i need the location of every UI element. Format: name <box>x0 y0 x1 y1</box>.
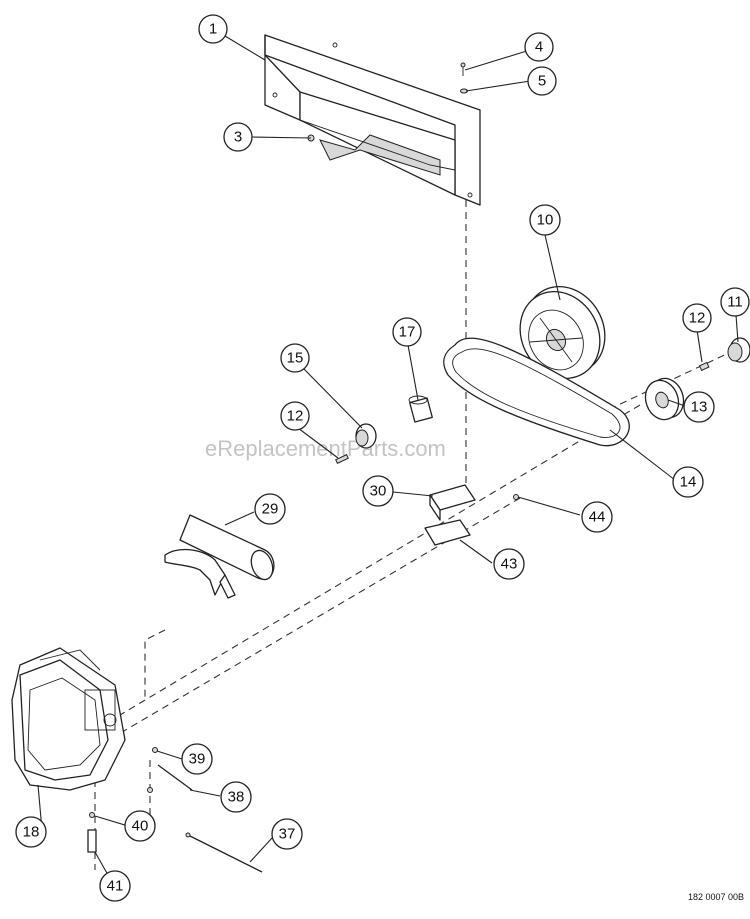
svg-text:29: 29 <box>262 501 279 518</box>
svg-text:5: 5 <box>538 73 546 90</box>
callout-40: 40 <box>124 810 156 842</box>
callout-4: 4 <box>524 32 554 62</box>
callout-29: 29 <box>254 493 286 525</box>
svg-text:18: 18 <box>23 824 40 841</box>
callout-44: 44 <box>581 501 613 533</box>
svg-text:43: 43 <box>501 556 518 573</box>
callout-13: 13 <box>683 391 715 423</box>
svg-text:14: 14 <box>680 474 697 491</box>
svg-text:12: 12 <box>287 408 304 425</box>
callout-11: 11 <box>720 287 750 317</box>
callout-30: 30 <box>362 475 394 507</box>
belt-guard-part <box>264 34 481 206</box>
svg-text:37: 37 <box>279 826 296 843</box>
svg-text:1: 1 <box>209 21 217 38</box>
bushing-part <box>698 337 750 372</box>
callout-39: 39 <box>181 743 213 775</box>
callout-10: 10 <box>529 204 561 236</box>
key-part <box>335 453 349 465</box>
callout-3: 3 <box>223 122 253 152</box>
callout-5: 5 <box>527 66 557 96</box>
svg-text:39: 39 <box>189 751 206 768</box>
callout-41: 41 <box>99 870 131 902</box>
svg-text:15: 15 <box>287 350 304 367</box>
svg-text:41: 41 <box>107 878 124 895</box>
callout-14: 14 <box>672 466 704 498</box>
large-pulley-part <box>519 285 606 380</box>
bolt-parts <box>87 747 263 873</box>
callout-38: 38 <box>220 781 252 813</box>
svg-text:11: 11 <box>727 294 743 311</box>
svg-text:38: 38 <box>228 789 245 806</box>
engine-part <box>11 647 126 791</box>
sleeve-part <box>408 395 433 423</box>
callout-37: 37 <box>271 818 303 850</box>
svg-text:3: 3 <box>234 129 242 146</box>
svg-text:17: 17 <box>399 324 416 341</box>
v-belt-part <box>443 337 630 447</box>
svg-text:40: 40 <box>132 818 149 835</box>
leader-lines <box>37 35 739 876</box>
callout-1: 1 <box>198 14 228 44</box>
callout-12-upper: 12 <box>682 303 712 333</box>
callout-43: 43 <box>493 548 525 580</box>
svg-text:30: 30 <box>370 483 387 500</box>
hardware-small <box>307 62 468 142</box>
callout-17: 17 <box>392 317 422 347</box>
svg-text:44: 44 <box>589 509 606 526</box>
callout-18: 18 <box>15 816 47 848</box>
small-pulley-part <box>644 377 685 421</box>
callout-15: 15 <box>280 343 310 373</box>
svg-text:13: 13 <box>691 399 708 416</box>
hub-part <box>355 423 377 449</box>
bracket-parts <box>424 484 519 546</box>
muffler-part <box>164 514 275 599</box>
svg-text:12: 12 <box>689 310 706 327</box>
svg-text:10: 10 <box>537 212 554 229</box>
callout-12-lower: 12 <box>280 401 310 431</box>
svg-text:4: 4 <box>535 39 543 56</box>
document-number: 182 0007 00B <box>688 892 744 902</box>
